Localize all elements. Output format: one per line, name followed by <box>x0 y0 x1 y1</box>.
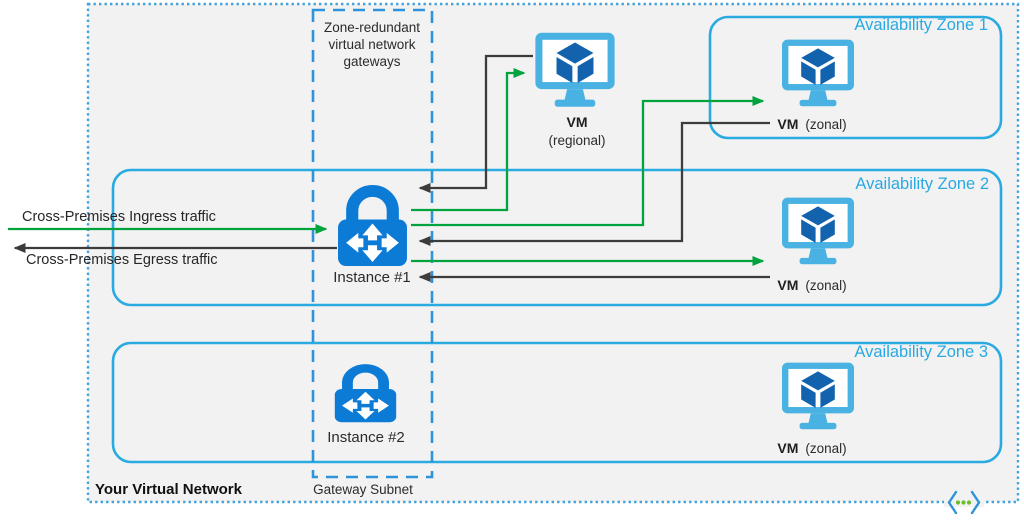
availability-zone-3-label: Availability Zone 3 <box>854 343 988 361</box>
vm-qualifier: (zonal) <box>805 441 847 456</box>
availability-zone-1-label: Availability Zone 1 <box>854 16 988 34</box>
left-angle-bracket-icon <box>947 490 958 515</box>
virtual-network-icon <box>944 490 984 515</box>
regional-vm-to-gateway-arrow <box>418 54 533 193</box>
gateway-subnet-label: Gateway Subnet <box>313 482 413 497</box>
availability-zone-1-box <box>708 15 1003 140</box>
vm-qualifier: (zonal) <box>805 117 847 132</box>
vm-regional-name: VM <box>566 114 588 130</box>
vm-regional-label: VM (regional) <box>527 113 627 149</box>
gateway-to-regional-vm-arrow <box>411 68 526 212</box>
vm-qualifier: (zonal) <box>805 278 847 293</box>
gateway-instance-1-label: Instance #1 <box>333 269 411 286</box>
vm-name: VM <box>777 277 799 293</box>
gateway-group-caption: Zone-redundant virtual network gateways <box>323 20 421 69</box>
egress-traffic-label: Cross-Premises Egress traffic <box>26 252 218 268</box>
right-angle-bracket-icon <box>970 490 981 515</box>
availability-zone-2-label: Availability Zone 2 <box>855 175 989 193</box>
gateway-to-zone1-vm-arrow <box>411 96 765 227</box>
availability-zone-3-box <box>111 341 1003 464</box>
vm-regional-qualifier: (regional) <box>548 132 606 148</box>
gateway-instance-2-label: Instance #2 <box>327 429 405 446</box>
vm-zonal-az3-label: VM (zonal) <box>762 439 862 458</box>
ingress-traffic-label: Cross-Premises Ingress traffic <box>22 209 216 225</box>
gateway-subnet-box <box>311 8 434 479</box>
virtual-network-label: Your Virtual Network <box>95 481 242 498</box>
vm-name: VM <box>777 440 799 456</box>
zone1-vm-to-gateway-arrow <box>418 121 770 246</box>
vm-name: VM <box>777 116 799 132</box>
availability-zone-2-box <box>111 168 1003 307</box>
vm-zonal-az1-label: VM (zonal) <box>762 115 862 134</box>
vm-zonal-az2-label: VM (zonal) <box>762 276 862 295</box>
